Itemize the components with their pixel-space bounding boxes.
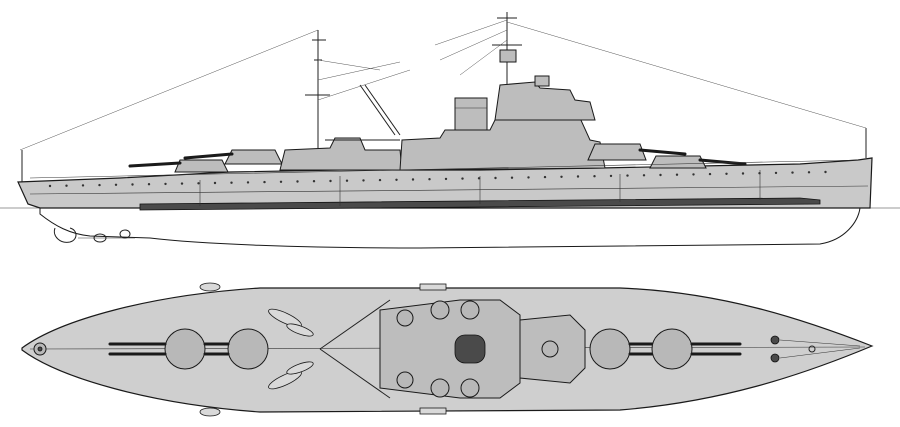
porthole (593, 175, 596, 178)
porthole (659, 173, 662, 177)
porthole (114, 183, 118, 186)
side-profile-view (0, 12, 900, 249)
porthole (642, 174, 646, 177)
porthole (428, 178, 431, 181)
porthole (197, 182, 200, 185)
porthole (180, 182, 184, 185)
plan-aft-turret-y (203, 328, 269, 370)
porthole (65, 184, 68, 187)
porthole (675, 173, 679, 176)
porthole (824, 170, 827, 174)
porthole (164, 182, 167, 186)
bridge-tower (494, 75, 596, 121)
porthole (378, 178, 382, 182)
porthole (213, 181, 217, 185)
aft-superstructure (279, 137, 403, 171)
porthole (395, 178, 398, 181)
porthole (626, 174, 629, 177)
boat-crane (325, 84, 401, 141)
porthole (477, 177, 481, 180)
underwater-hull (39, 207, 861, 249)
porthole (741, 172, 745, 175)
plan-funnel (454, 334, 486, 364)
aft-mast (19, 29, 411, 151)
plan-view (21, 282, 874, 417)
porthole (510, 176, 514, 179)
plan-fore-turret-a (651, 328, 742, 370)
porthole (609, 174, 613, 178)
plan-central-superstructure (379, 299, 521, 399)
aft-turret-x (128, 159, 229, 173)
porthole (543, 175, 547, 179)
porthole (98, 183, 101, 187)
aft-turret-y (183, 149, 283, 165)
porthole (708, 172, 712, 176)
secondary-gun-mounts (396, 300, 480, 398)
central-superstructure (399, 117, 606, 171)
porthole (527, 176, 530, 179)
plan-crane-arms (319, 299, 391, 399)
porthole (246, 181, 250, 184)
fore-mast (434, 12, 867, 129)
propeller-and-rudder (53, 227, 135, 243)
hull-plate-lines (29, 170, 869, 206)
porthole (230, 181, 233, 184)
porthole (758, 172, 761, 175)
porthole (362, 179, 365, 182)
porthole (725, 172, 728, 175)
porthole (692, 173, 695, 176)
porthole (48, 184, 52, 188)
fore-turret-a (649, 155, 747, 169)
porthole (411, 178, 415, 181)
porthole (560, 175, 563, 178)
porthole (279, 180, 283, 183)
side-floats (199, 282, 447, 417)
porthole (329, 179, 332, 183)
porthole (296, 180, 299, 183)
plan-fore-turret-b (589, 328, 657, 370)
anchor-gear (770, 335, 861, 363)
porthole (312, 180, 316, 183)
porthole (345, 179, 349, 182)
porthole (807, 171, 811, 174)
porthole (444, 177, 448, 181)
plan-aft-turret-x (108, 328, 206, 370)
deck-railing (29, 159, 861, 179)
porthole (494, 176, 497, 180)
porthole (147, 183, 151, 186)
porthole (774, 171, 778, 175)
porthole (576, 175, 580, 178)
porthole-row (48, 170, 827, 188)
stern-fittings (33, 342, 47, 356)
porthole (791, 171, 794, 174)
porthole (81, 184, 85, 187)
porthole (131, 183, 134, 186)
porthole (263, 180, 266, 184)
fore-turret-b (587, 143, 687, 161)
porthole (461, 177, 464, 180)
